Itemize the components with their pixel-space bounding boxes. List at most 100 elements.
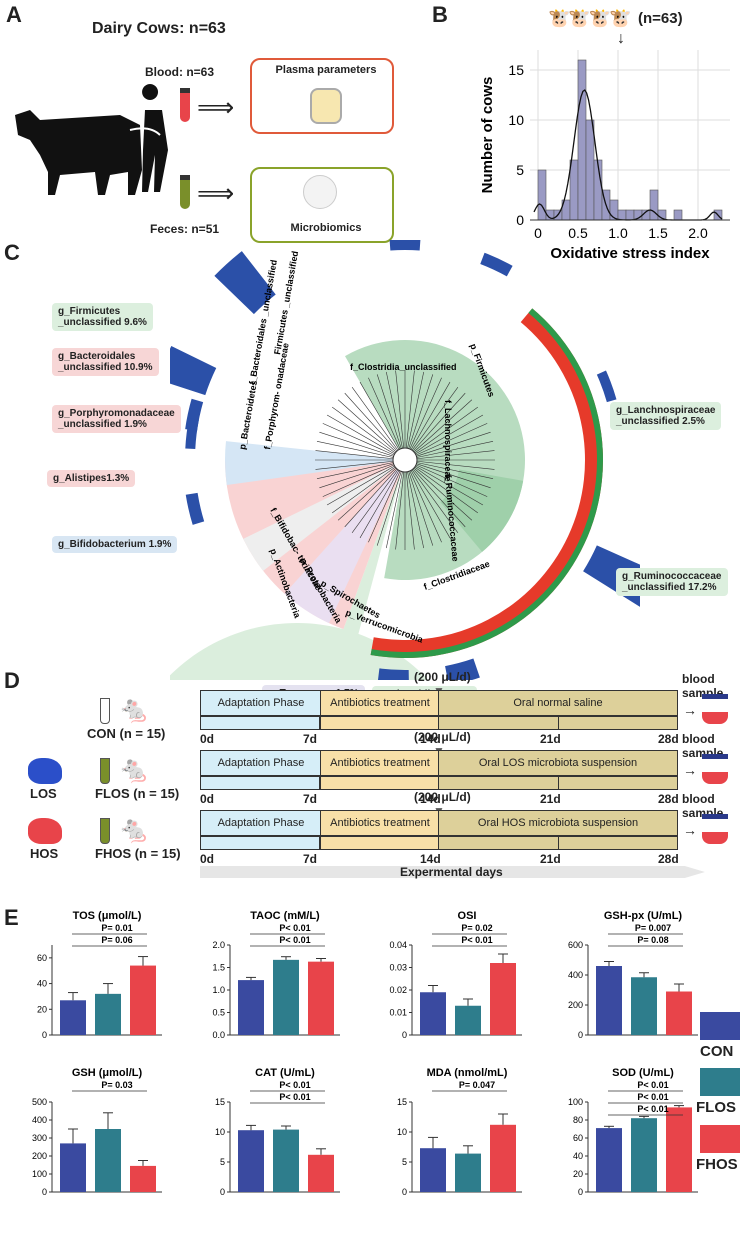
y-tick-label: 15 [215,1097,225,1107]
group-label: FLOS (n = 15) [95,786,180,801]
chart-title: OSI [458,910,477,922]
timeline-track [558,836,678,850]
feces-tube-icon [100,818,110,844]
tree-branch [344,468,398,528]
tree-branch [316,462,394,480]
bar-firmicutes [214,251,276,315]
tree-branch [332,406,396,454]
y-tick-label: 0 [220,1187,225,1197]
blood-tube-icon [180,88,190,122]
phase-antibiotics: Antibiotics treatment [320,810,440,836]
tree-branch [322,464,395,497]
bacteroidetes-sector [225,460,405,630]
arrow-right-icon: → [683,822,697,838]
day-label: 0d [200,852,215,866]
clade-label: p_Bacteroidetes [237,380,259,451]
y-tick-label: 300 [32,1133,47,1143]
bar [273,959,299,1035]
verrucomicrobia-sector [284,460,405,624]
group-label: CON (n = 15) [87,726,166,741]
arrow-right-icon: ⟹ [197,178,235,208]
taxon-label: g_Firmicutes _unclassified 9.6% [52,303,153,331]
phase-adaptation: Adaptation Phase [200,750,322,776]
bar-top2 [480,252,513,277]
timeline-track [320,776,440,790]
tree-branch [315,460,394,470]
blood-tubes-icon [702,754,728,784]
tree-branch [409,377,442,450]
y-tick-label: 0 [578,1187,583,1197]
tree-branch [416,463,491,489]
timeline-track [438,836,560,850]
tree-branch [376,374,402,449]
y-tick-label: 400 [568,970,583,980]
bar-bifido [185,492,205,525]
firmicutes-sector [170,460,429,680]
sample-size-label: (n=63) [638,10,683,27]
day-label: 7d [303,732,318,746]
legend-label-con: CON [700,1043,734,1060]
y-tick-label: 60 [573,1133,583,1143]
donor-label: HOS [30,846,59,861]
y-axis-label: Number of cows [479,77,496,194]
p-value-label: P< 0.01 [637,1104,668,1114]
bar-treponema [377,668,409,680]
y-tick-label: 1.0 [212,985,225,995]
bar [420,992,446,1035]
tree-branch [410,470,451,539]
bar-bacteroidales [170,346,217,396]
timeline-track [200,836,320,850]
feces-tube-icon [100,698,110,724]
y-tick-label: 0 [402,1187,407,1197]
tree-branch [315,450,394,460]
feces-tube-icon [100,758,110,784]
histogram-bar [537,169,547,221]
tree-branch [409,470,442,543]
bar [130,965,156,1035]
y-tick-label: 60 [37,953,47,963]
day-label: 14d [420,852,441,866]
histogram-bar [625,209,635,221]
dose-label: (200 μL/d) [414,790,471,804]
tree-branch [319,463,394,489]
phase-oral: Oral LOS microbiota suspension [438,750,678,776]
bar [95,1129,121,1192]
chart-title: GSH-px (U/mL) [604,910,683,922]
tree-branch [416,462,494,480]
tree-branch [359,470,400,539]
bar [60,1000,86,1035]
bar-lachno [596,370,617,403]
panel-letter-e: E [4,905,19,930]
y-tick-label: 10 [397,1127,407,1137]
mouse-icon: 🐁 [118,814,151,844]
histogram-bar [649,189,659,221]
mouse-icon: 🐁 [118,754,151,784]
day-label: 7d [303,792,318,806]
y-tick-label: 5 [516,162,524,178]
tree-branch [410,381,451,450]
x-tick-label: 2.0 [688,225,708,241]
x-tick-label: 0.5 [568,225,588,241]
p-value-label: P= 0.08 [637,935,668,945]
plasma-label: Plasma parameters [275,64,377,76]
tree-branch [408,374,434,449]
arrow-right-icon: → [683,762,697,778]
legend-label-fhos: FHOS [696,1156,738,1173]
dose-label: (200 μL/d) [414,730,471,744]
tree-branch [411,469,459,533]
day-label: 14d [420,732,441,746]
chart-title: SOD (U/mL) [612,1067,674,1079]
y-tick-label: 5 [402,1157,407,1167]
panel-letter-c: C [4,240,20,265]
y-tick-label: 1.5 [212,963,225,973]
y-tick-label: 0 [578,1030,583,1040]
timeline-track [200,716,320,730]
y-tick-label: 0.02 [389,985,407,995]
tree-branch [412,392,466,452]
clade-label: f_Porphyrom- onadaceae [262,342,291,450]
donor-cow-icon [28,818,62,844]
y-tick-label: 400 [32,1115,47,1125]
taxon-label: g_Porphyromonadaceae _unclassified 1.9% [52,405,181,433]
